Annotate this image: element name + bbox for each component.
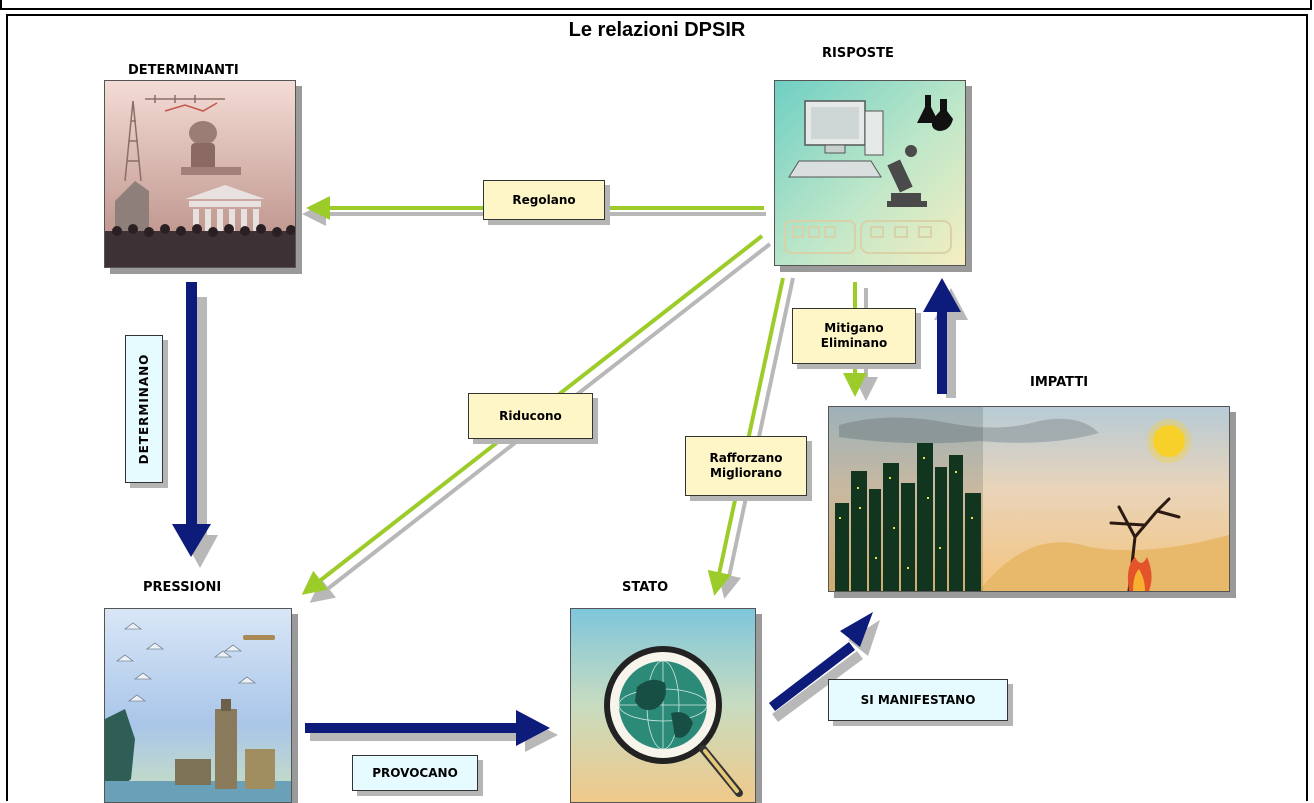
pressioni-image [104,608,292,803]
arrow-rafforzano [707,277,795,599]
relation-determinano-text: DETERMINANO [137,353,151,465]
top-frame [0,0,1312,10]
relation-migliorano-text: Migliorano [710,466,782,480]
relation-regolano-text: Regolano [512,192,576,207]
relation-riducono: Riducono [468,393,593,439]
risposte-image [774,80,966,266]
stato-image [570,608,756,803]
relation-si-manifestano: SI MANIFESTANO [828,679,1008,721]
arrow-determinano [172,282,218,568]
relation-determinano: DETERMINANO [125,335,163,483]
relation-provocano: PROVOCANO [352,755,478,791]
label-impatti: IMPATTI [1030,375,1089,390]
relation-eliminano-text: Eliminano [820,336,888,350]
label-pressioni: PRESSIONI [143,580,222,595]
relation-rafforzano-text: Rafforzano [709,451,783,465]
relation-provocano-text: PROVOCANO [372,765,458,780]
relation-riducono-text: Riducono [499,408,562,423]
label-determinanti: DETERMINANTI [128,63,239,78]
diagram-title: Le relazioni DPSIR [568,19,746,41]
relation-mitigano-text: Mitigano [824,321,884,335]
relation-rafforzano-migliorano: Rafforzano Migliorano [685,436,807,496]
relation-mitigano-eliminano: Mitigano Eliminano [792,308,916,364]
relation-regolano: Regolano [483,180,605,220]
relation-si-manifestano-text: SI MANIFESTANO [860,692,976,707]
arrow-si-manifestano [768,612,880,723]
arrow-impatti-risposte [923,278,968,398]
impatti-image [828,406,1230,592]
label-risposte: RISPOSTE [822,46,894,61]
diagram-frame [6,14,1308,801]
arrow-provocano [305,710,558,752]
label-stato: STATO [622,580,669,595]
determinanti-image [104,80,296,268]
